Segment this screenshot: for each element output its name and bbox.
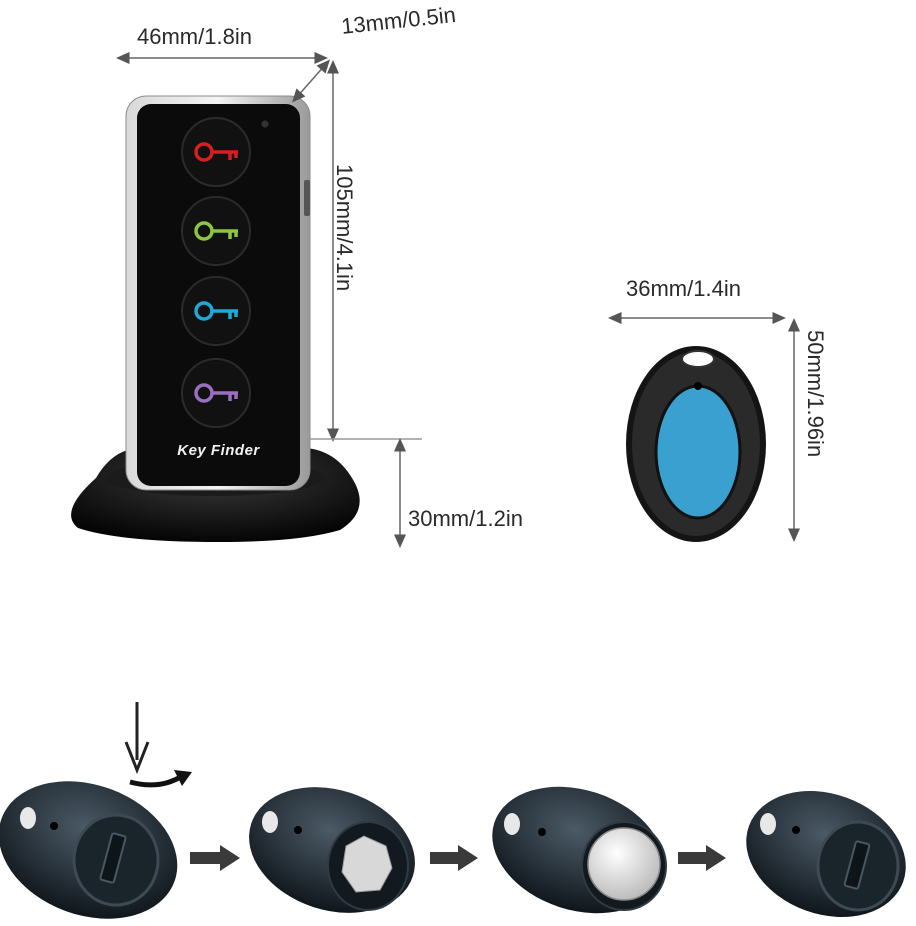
receiver-height-label: 50mm/1.96in [803,330,828,458]
remote-button-blue[interactable] [181,276,251,346]
key-icon [194,383,238,403]
remote-width-label: 46mm/1.8in [137,24,252,49]
key-icon [194,142,238,162]
remote-button-purple[interactable] [181,358,251,428]
battery-step-2 [249,787,415,913]
remote-button-red[interactable] [181,117,251,187]
receiver-fob [626,346,766,542]
receiver-dimension-lines [608,312,800,542]
remote-base-height-label: 30mm/1.2in [408,506,523,531]
battery-step-4 [746,791,906,917]
remote-button-green[interactable] [181,196,251,266]
arrow-down-icon [124,702,150,775]
remote-brand-label: Key Finder [177,442,260,459]
battery-step-1 [0,781,178,919]
battery-step-3 [492,786,667,914]
receiver-width-label: 36mm/1.4in [626,276,741,301]
key-icon [194,221,238,241]
arrow-right-icon [430,845,478,871]
arrow-right-icon [678,845,726,871]
remote-dimension-lines [116,52,422,548]
key-icon [194,301,238,321]
arrow-right-icon [190,845,240,871]
rotate-arrow-icon [129,770,192,788]
remote-height-label: 105mm/4.1in [332,164,357,292]
